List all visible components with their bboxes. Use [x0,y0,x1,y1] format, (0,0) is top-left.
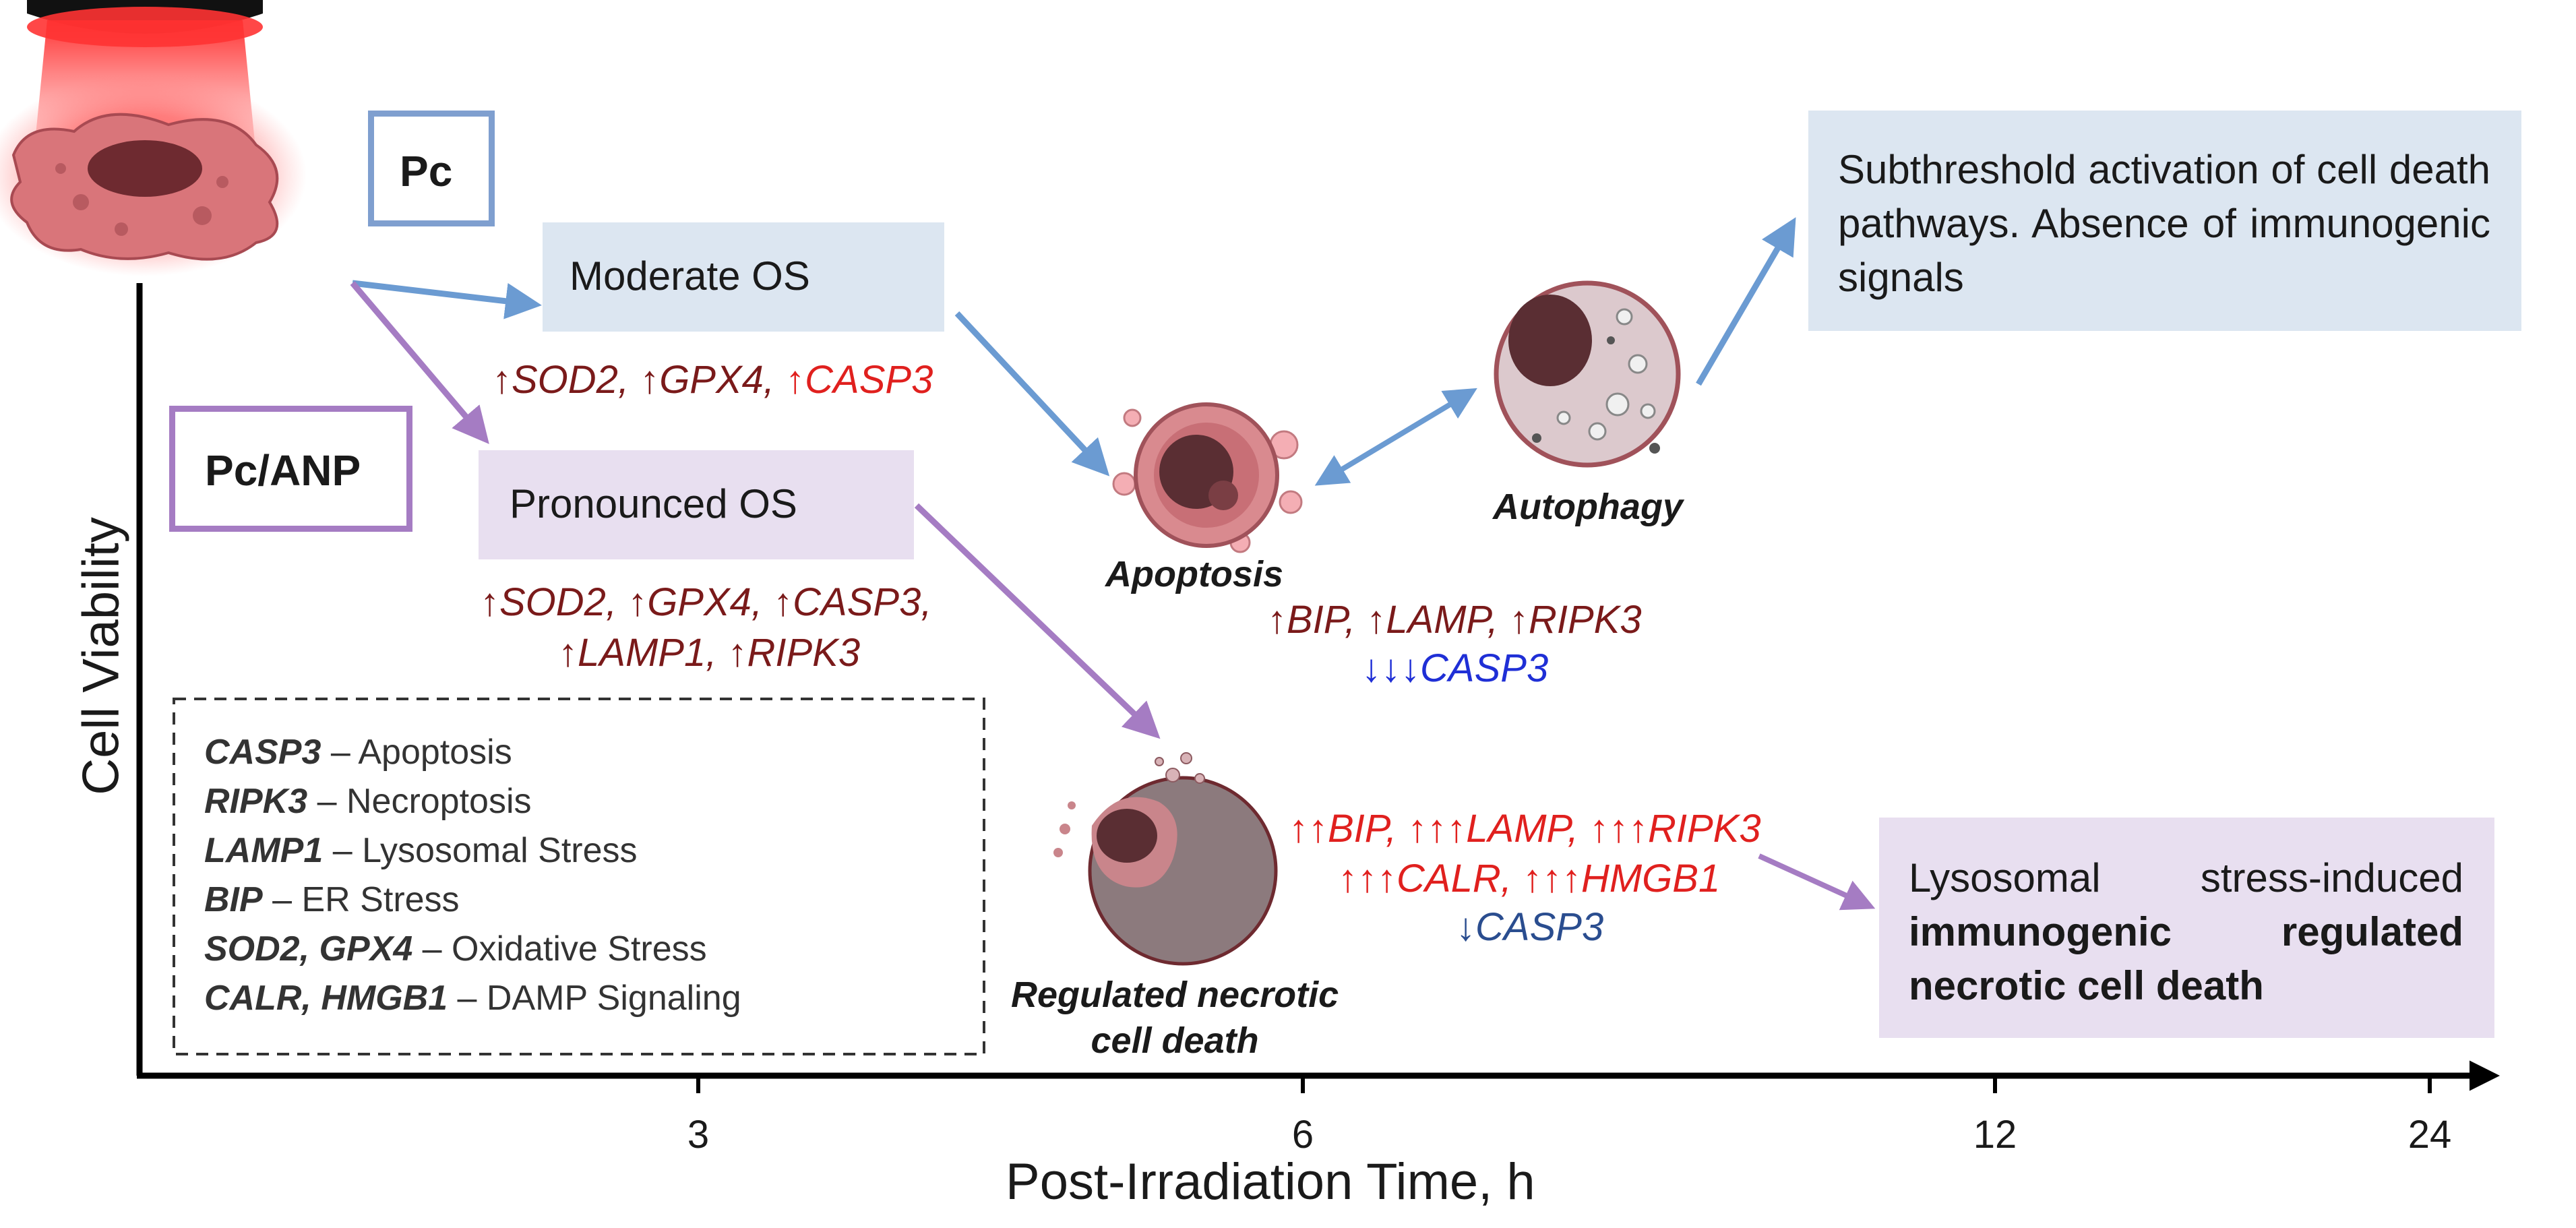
outcome-blue-box: Subthreshold activation of cell death pa… [1808,111,2521,331]
necrotic-cell-icon [1053,752,1278,966]
necrotic-markers-line1: ↑↑BIP, ↑↑↑LAMP, ↑↑↑RIPK3 [1289,807,1761,851]
outcome-purple-line2: immunogenic regulated necrotic cell deat… [1909,909,2463,1008]
pc-label: Pc [400,147,453,195]
legend-frame [173,698,985,1055]
pronounced-os-box: Pronounced OS [479,450,914,559]
apoptosis-cell-icon [1112,402,1303,553]
arrow-to-pronounced-os [350,281,489,444]
legend-row-sod2-gpx4: SOD2, GPX4 – Oxidative Stress [204,929,707,969]
arrow-autophagy-to-outcome [1696,217,1796,386]
apoptosis-caption: Apoptosis [1105,554,1283,594]
x-axis-label: Post-Irradiation Time, h [1006,1153,1535,1210]
pc-label-box: Pc [368,111,495,226]
outcome-blue-text: Subthreshold activation of cell death pa… [1838,147,2490,300]
necrotic-caption: Regulated necrotic cell death [1011,972,1339,1064]
x-tick-24: 24 [2408,1113,2452,1157]
apoptosis-markers-line2: ↓↓↓CASP3 [1361,646,1549,690]
necrotic-caption-line2: cell death [1091,1020,1259,1061]
legend-row-calr-hmgb1: CALR, HMGB1 – DAMP Signaling [204,979,741,1018]
y-axis-label: Cell Viability [72,517,130,795]
legend-row-casp3: CASP3 – Apoptosis [204,733,512,772]
arrow-pronounced-to-necrotic [914,503,1161,739]
legend: CASP3 – Apoptosis RIPK3 – Necroptosis LA… [204,728,741,1023]
arrow-apoptosis-autophagy [1314,388,1477,486]
x-tick-3: 3 [687,1113,710,1157]
moderate-markers: ↑SOD2, ↑GPX4, ↑CASP3 [492,358,933,402]
pronounced-markers-line1: ↑SOD2, ↑GPX4, ↑CASP3, [480,580,932,624]
arrow-to-moderate-os [352,280,542,319]
necrotic-markers-line3: ↓CASP3 [1456,905,1604,949]
x-axis [137,1060,2500,1093]
pc-anp-label-box: Pc/ANP [169,406,412,532]
apoptosis-markers-line1: ↑BIP, ↑LAMP, ↑RIPK3 [1267,598,1642,642]
moderate-os-box: Moderate OS [543,222,944,332]
pronounced-os-label: Pronounced OS [510,481,797,526]
outcome-purple-box: Lysosomal stress-induced immunogenic reg… [1879,818,2494,1038]
arrow-necrotic-to-outcome [1758,853,1876,911]
pronounced-markers-line2: ↑LAMP1, ↑RIPK3 [558,631,861,675]
legend-row-bip: BIP – ER Stress [204,880,460,919]
irradiated-cell-icon [0,74,307,276]
autophagy-cell-icon [1494,280,1681,468]
necrotic-markers-line2: ↑↑↑CALR, ↑↑↑HMGB1 [1338,857,1721,900]
x-tick-6: 6 [1291,1113,1314,1157]
autophagy-caption: Autophagy [1493,487,1683,527]
x-tick-12: 12 [1973,1113,2017,1157]
moderate-os-label: Moderate OS [570,253,810,299]
pc-anp-label: Pc/ANP [205,446,361,495]
outcome-purple-line1: Lysosomal stress-induced [1909,855,2463,900]
arrow-moderate-to-apoptosis [954,311,1110,477]
necrotic-caption-line1: Regulated necrotic [1011,975,1339,1015]
legend-row-lamp1: LAMP1 – Lysosomal Stress [204,831,638,870]
legend-row-ripk3: RIPK3 – Necroptosis [204,782,532,821]
